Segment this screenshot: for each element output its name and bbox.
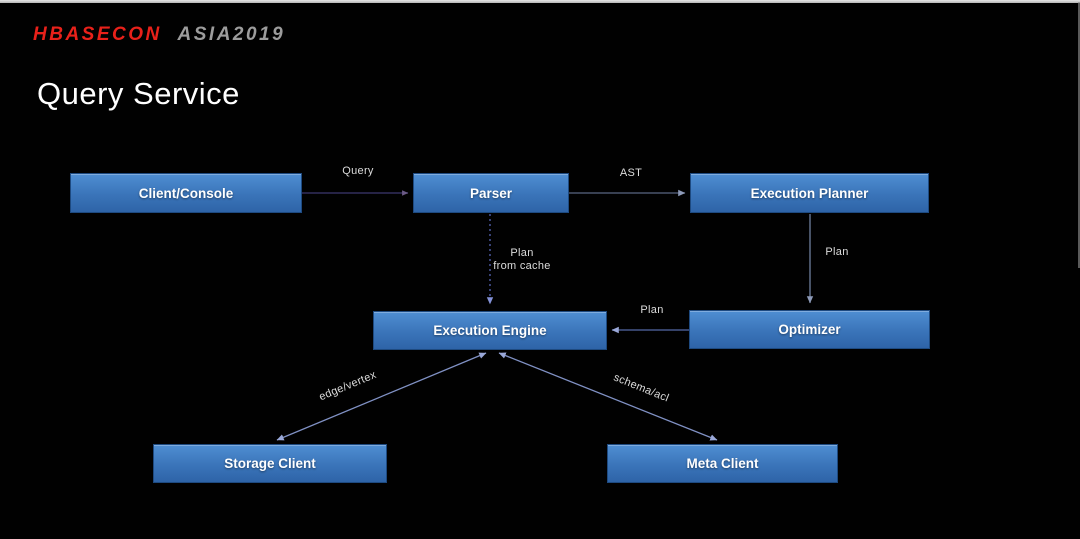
window-right-edge	[1078, 2, 1080, 268]
node-meta-client: Meta Client	[607, 444, 838, 483]
edge-label-plan-vertical: Plan	[825, 246, 849, 258]
node-optimizer: Optimizer	[689, 310, 930, 349]
edge-label-plan-from-cache: Plan from cache	[493, 247, 551, 272]
conference-logo: HBASECON ASIA2019	[33, 24, 285, 46]
window-top-edge	[0, 0, 1080, 3]
edge-schema-acl-line	[498, 352, 718, 441]
logo-text-hbasecon: HBASECON	[33, 24, 162, 45]
node-client-console: Client/Console	[70, 173, 302, 213]
logo-text-asia2019: ASIA2019	[177, 24, 286, 45]
page-title: Query Service	[37, 76, 240, 111]
edge-label-ast: AST	[619, 167, 643, 179]
edge-edge-vertex-line	[276, 352, 487, 441]
edge-label-query: Query	[342, 165, 374, 177]
edge-label-plan-horizontal: Plan	[640, 304, 664, 316]
node-execution-planner: Execution Planner	[690, 173, 929, 213]
node-execution-engine: Execution Engine	[373, 311, 607, 350]
node-parser: Parser	[413, 173, 569, 213]
node-storage-client: Storage Client	[153, 444, 387, 483]
